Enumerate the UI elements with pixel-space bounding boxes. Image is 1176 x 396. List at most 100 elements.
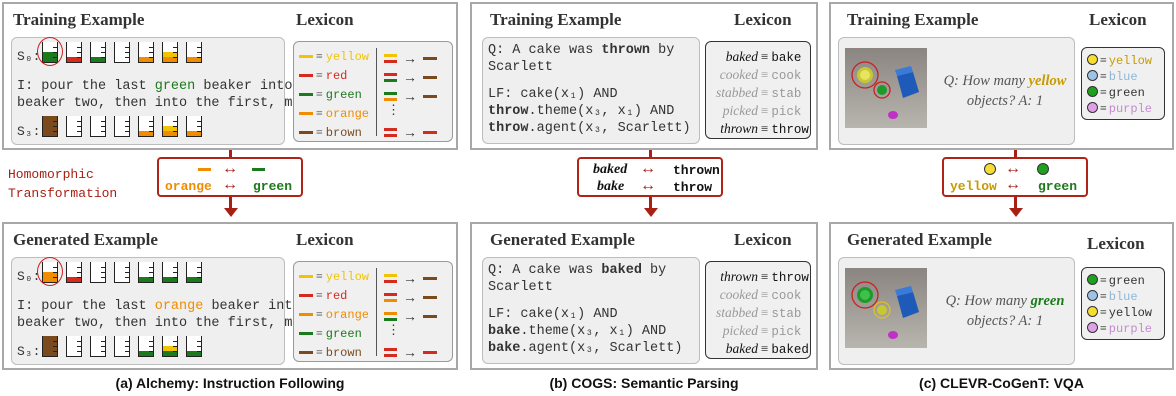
beaker-tick — [173, 346, 177, 347]
s0-label: S₀: — [17, 269, 41, 284]
beaker-tick — [149, 57, 153, 58]
lexicon-entry: ≡green — [1087, 273, 1145, 288]
rule-bar — [384, 347, 397, 351]
lf-line1: LF: cake(x₁) AND — [488, 87, 618, 102]
lexicon-entry: picked≡pick — [706, 103, 810, 119]
beaker-tick — [77, 57, 81, 58]
lexicon-entry: thrown≡throw — [706, 121, 810, 137]
beaker-tick — [173, 131, 177, 132]
rule-entry: → — [384, 88, 437, 104]
lexicon-entry: picked≡pick — [706, 323, 810, 339]
beaker-tick — [101, 126, 105, 127]
beaker — [138, 116, 154, 137]
rule-bar — [384, 78, 397, 82]
lexicon-box: ≡yellow≡red≡orange≡green≡brown →→→⋮→ — [293, 261, 453, 362]
beaker-tick — [77, 126, 81, 127]
beaker-tick — [101, 52, 105, 53]
color-word: red — [325, 289, 348, 303]
beaker-tick — [173, 47, 177, 48]
swap-arrow-2: ↔ — [640, 177, 656, 194]
equiv-symbol: ≡ — [316, 345, 323, 359]
color-word: purple — [1108, 102, 1152, 116]
lex-value: throw — [771, 123, 809, 137]
swap-left-word: orange — [165, 179, 212, 194]
color-word: brown — [325, 346, 362, 360]
transform-label: Homomorphic Transformation — [8, 167, 118, 201]
beaker-fill — [163, 131, 177, 136]
beaker-tick — [53, 341, 57, 342]
clevr-scene-image — [845, 268, 927, 348]
rule-result — [423, 276, 437, 280]
lexicon-entry: ≡red — [299, 68, 347, 83]
beaker — [66, 42, 82, 63]
swap-arrow: ↔ — [1005, 160, 1021, 177]
highlight-circle — [37, 257, 63, 286]
rule-entry: → — [384, 124, 437, 140]
beaker — [90, 262, 106, 283]
training-example-box: Q: How many yellow objects? A: 1 — [838, 37, 1075, 145]
swap-right-2: throw — [673, 180, 713, 195]
color-dot — [1087, 322, 1098, 333]
equiv-symbol: ≡ — [761, 323, 769, 338]
beaker-tick — [173, 121, 177, 122]
rule-entry: → — [384, 289, 437, 305]
lex-key: stabbed — [716, 85, 758, 100]
rule-arrow: → — [403, 50, 417, 66]
swap-left-word: yellow — [950, 179, 997, 194]
color-swatch — [299, 351, 313, 355]
equiv-symbol: ≡ — [316, 49, 323, 63]
highlight-circle — [37, 37, 63, 66]
equiv-symbol: ≡ — [316, 326, 323, 340]
color-dot — [1087, 54, 1098, 65]
beaker-tick — [125, 351, 129, 352]
beaker-tick — [101, 267, 105, 268]
beaker-tick — [77, 47, 81, 48]
cogs-generated-panel: Generated Example Lexicon Q: A cake was … — [470, 222, 818, 370]
lex-key: picked — [722, 103, 758, 118]
beaker-tick — [101, 131, 105, 132]
color-word: green — [1108, 274, 1145, 288]
beaker-fill — [187, 131, 201, 136]
beaker — [90, 42, 106, 63]
lexicon-title: Lexicon — [1087, 234, 1145, 253]
rule-bar — [384, 273, 397, 277]
beaker-tick — [173, 57, 177, 58]
caption-a: (a) Alchemy: Instruction Following — [115, 375, 345, 391]
beaker-tick — [101, 272, 105, 273]
equiv-symbol: ≡ — [761, 103, 769, 118]
beaker-tick — [197, 272, 201, 273]
arrow-line — [229, 197, 232, 210]
color-word: blue — [1108, 290, 1138, 304]
beaker-fill — [187, 277, 201, 282]
beaker — [66, 262, 82, 283]
color-dot — [1087, 290, 1098, 301]
instruction-color-word: orange — [154, 299, 204, 314]
lexicon-entry: ≡purple — [1087, 321, 1152, 336]
swap-arrow: ↔ — [222, 160, 238, 177]
lex-value: throw — [771, 271, 809, 285]
beaker-tick — [53, 126, 57, 127]
beaker — [186, 336, 202, 357]
lf-line3: throw.agent(x₃, Scarlett) — [488, 121, 691, 136]
swap-orange-dash — [198, 168, 211, 171]
rule-left — [384, 72, 397, 82]
lexicon-box: ≡yellow≡blue≡green≡purple — [1081, 47, 1165, 120]
beaker-fill — [139, 277, 153, 282]
beaker — [162, 336, 178, 357]
beaker-fill — [163, 57, 177, 62]
color-word: green — [325, 327, 362, 341]
beaker-tick — [149, 272, 153, 273]
beaker-tick — [197, 346, 201, 347]
beaker-tick — [125, 47, 129, 48]
beaker-tick — [101, 57, 105, 58]
alchemy-generated-panel: Generated Example Lexicon S₀: I: pour th… — [2, 222, 458, 370]
color-swatch — [299, 74, 313, 78]
beaker-tick — [173, 52, 177, 53]
rule-left — [384, 91, 397, 101]
beaker — [66, 336, 82, 357]
equiv-symbol: ≡ — [1100, 85, 1107, 99]
arrow-line — [649, 150, 652, 158]
caption-c: (c) CLEVR-CoGenT: VQA — [919, 375, 1084, 391]
lexicon-entry: stabbed≡stab — [706, 305, 810, 321]
beaker-tick — [149, 126, 153, 127]
